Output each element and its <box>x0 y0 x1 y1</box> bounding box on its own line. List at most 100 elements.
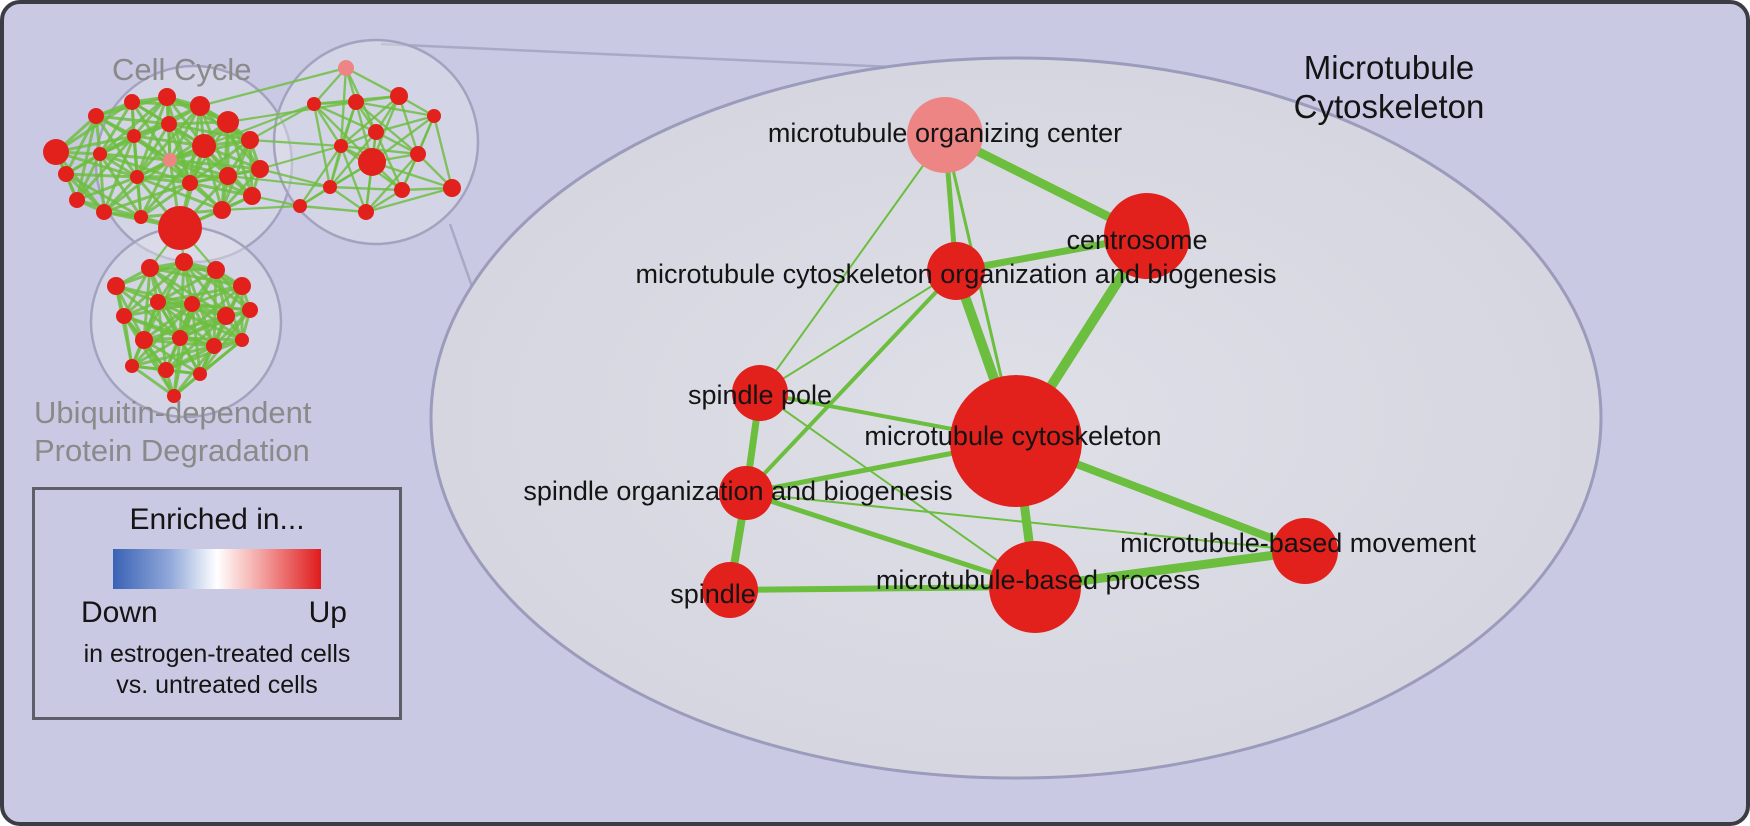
zoom-node-label-microtubule-based-process: microtubule-based process <box>876 565 1200 595</box>
overview-node <box>358 204 374 220</box>
zoom-node-label-microtubule-organizing-center: microtubule organizing center <box>768 118 1122 148</box>
overview-node <box>107 277 125 295</box>
overview-node <box>88 108 104 124</box>
overview-edge <box>198 66 348 108</box>
zoom-node-microtubule-based-movement <box>1272 518 1338 584</box>
overview-edge <box>248 102 316 142</box>
overview-node <box>390 87 408 105</box>
zoom-node-microtubule-organizing-center <box>907 97 983 173</box>
overview-edge <box>102 175 139 214</box>
zoom-node-label-spindle: spindle <box>670 579 756 609</box>
zoom-cluster-title: Microtubule Cytoskeleton <box>1239 48 1539 126</box>
zoom-node-spindle-pole <box>732 365 788 421</box>
overview-node <box>348 94 364 110</box>
legend-subtitle: in estrogen-treated cells vs. untreated … <box>35 639 399 701</box>
overview-node <box>251 160 269 178</box>
overview-node <box>217 111 239 133</box>
overview-node <box>43 139 69 165</box>
overview-edge <box>188 181 254 198</box>
zoom-node-microtubule-based-process <box>989 541 1081 633</box>
overview-edge <box>258 144 343 171</box>
overview-node <box>182 175 198 191</box>
overview-edge <box>226 174 332 189</box>
overview-edge <box>354 100 436 118</box>
legend-title: Enriched in... <box>129 503 305 536</box>
overview-edge <box>139 158 172 219</box>
overview-node <box>358 148 386 176</box>
overview-edge <box>370 160 454 190</box>
overview-node <box>150 294 166 310</box>
overview-edge <box>130 344 216 368</box>
overview-node <box>338 60 354 76</box>
overview-edge <box>167 122 192 185</box>
overview-node <box>241 131 259 149</box>
overview-node <box>368 124 384 140</box>
overview-node <box>323 180 337 194</box>
cluster-label-ubiquitin-line2: Protein Degradation <box>34 433 310 468</box>
cluster-label-ubiquitin: Ubiquitin-dependent Protein Degradation <box>34 394 312 470</box>
overview-edge <box>298 204 368 214</box>
overview-edge <box>298 144 343 208</box>
legend-updown-row: Down Up <box>35 589 399 630</box>
overview-edge <box>364 186 454 214</box>
overview-edge <box>122 260 186 318</box>
overview-edge <box>64 172 139 179</box>
legend-box: Enriched in... Down Up in estrogen-treat… <box>32 487 402 720</box>
overview-node <box>217 307 235 325</box>
overview-edge <box>168 158 230 178</box>
overview-edge <box>142 266 152 342</box>
overview-node <box>158 88 176 106</box>
overview-edge <box>142 302 194 342</box>
zoom-edge-mt-cytoskeleton-organization--spindle-pole <box>759 270 957 394</box>
overview-edge <box>75 114 98 202</box>
overview-edge <box>339 144 368 214</box>
overview-edge <box>122 314 134 368</box>
overview-edge <box>374 114 436 134</box>
overview-edge <box>75 134 136 202</box>
overview-node <box>307 97 321 111</box>
zoom-node-microtubule-cytoskeleton <box>950 375 1082 507</box>
overview-node <box>158 206 202 250</box>
overview-node <box>161 116 177 132</box>
overview-edge <box>75 152 102 202</box>
zoom-cluster-title-line2: Cytoskeleton <box>1293 88 1485 125</box>
zoom-edge-spindle-organization--microtubule-based-process <box>743 490 1038 590</box>
overview-edge <box>328 130 378 189</box>
overview-edge <box>135 95 169 179</box>
overview-edge <box>130 364 176 398</box>
overview-node <box>134 210 148 224</box>
zoom-node-spindle <box>702 562 758 618</box>
overview-edge <box>339 144 420 156</box>
overview-edge <box>75 175 139 202</box>
zoom-node-label-mt-cytoskeleton-organization: microtubule cytoskeleton organization an… <box>636 259 1277 289</box>
overview-edge <box>248 138 343 148</box>
zoom-node-label-microtubule-cytoskeleton: microtubule cytoskeleton <box>864 421 1161 451</box>
overview-node <box>233 277 251 295</box>
overview-node <box>127 129 141 143</box>
overview-node <box>334 139 348 153</box>
overview-node <box>172 330 188 346</box>
overview-edge <box>98 152 192 185</box>
overview-edge <box>164 338 244 372</box>
overview-edge <box>139 181 192 219</box>
zoom-node-mt-cytoskeleton-organization <box>927 242 985 300</box>
overview-edge <box>64 114 98 176</box>
zoom-edge-spindle-pole--microtubule-based-process <box>759 392 1036 588</box>
overview-node <box>135 331 153 349</box>
overview-edge <box>328 144 343 189</box>
overview-edge <box>142 314 228 342</box>
overview-node <box>175 253 193 271</box>
overview-edge <box>54 150 139 179</box>
overview-edge <box>135 175 224 212</box>
overview-node <box>293 199 307 213</box>
zoom-node-label-spindle-pole: spindle pole <box>688 380 832 410</box>
overview-node <box>235 333 249 347</box>
overview-edge <box>258 167 332 189</box>
overview-edge <box>198 308 252 376</box>
overview-edge <box>220 167 262 212</box>
overview-edge <box>364 152 420 214</box>
overview-edge <box>122 266 152 318</box>
zoom-node-label-spindle-organization: spindle organization and biogenesis <box>523 476 952 506</box>
overview-node <box>141 259 159 277</box>
